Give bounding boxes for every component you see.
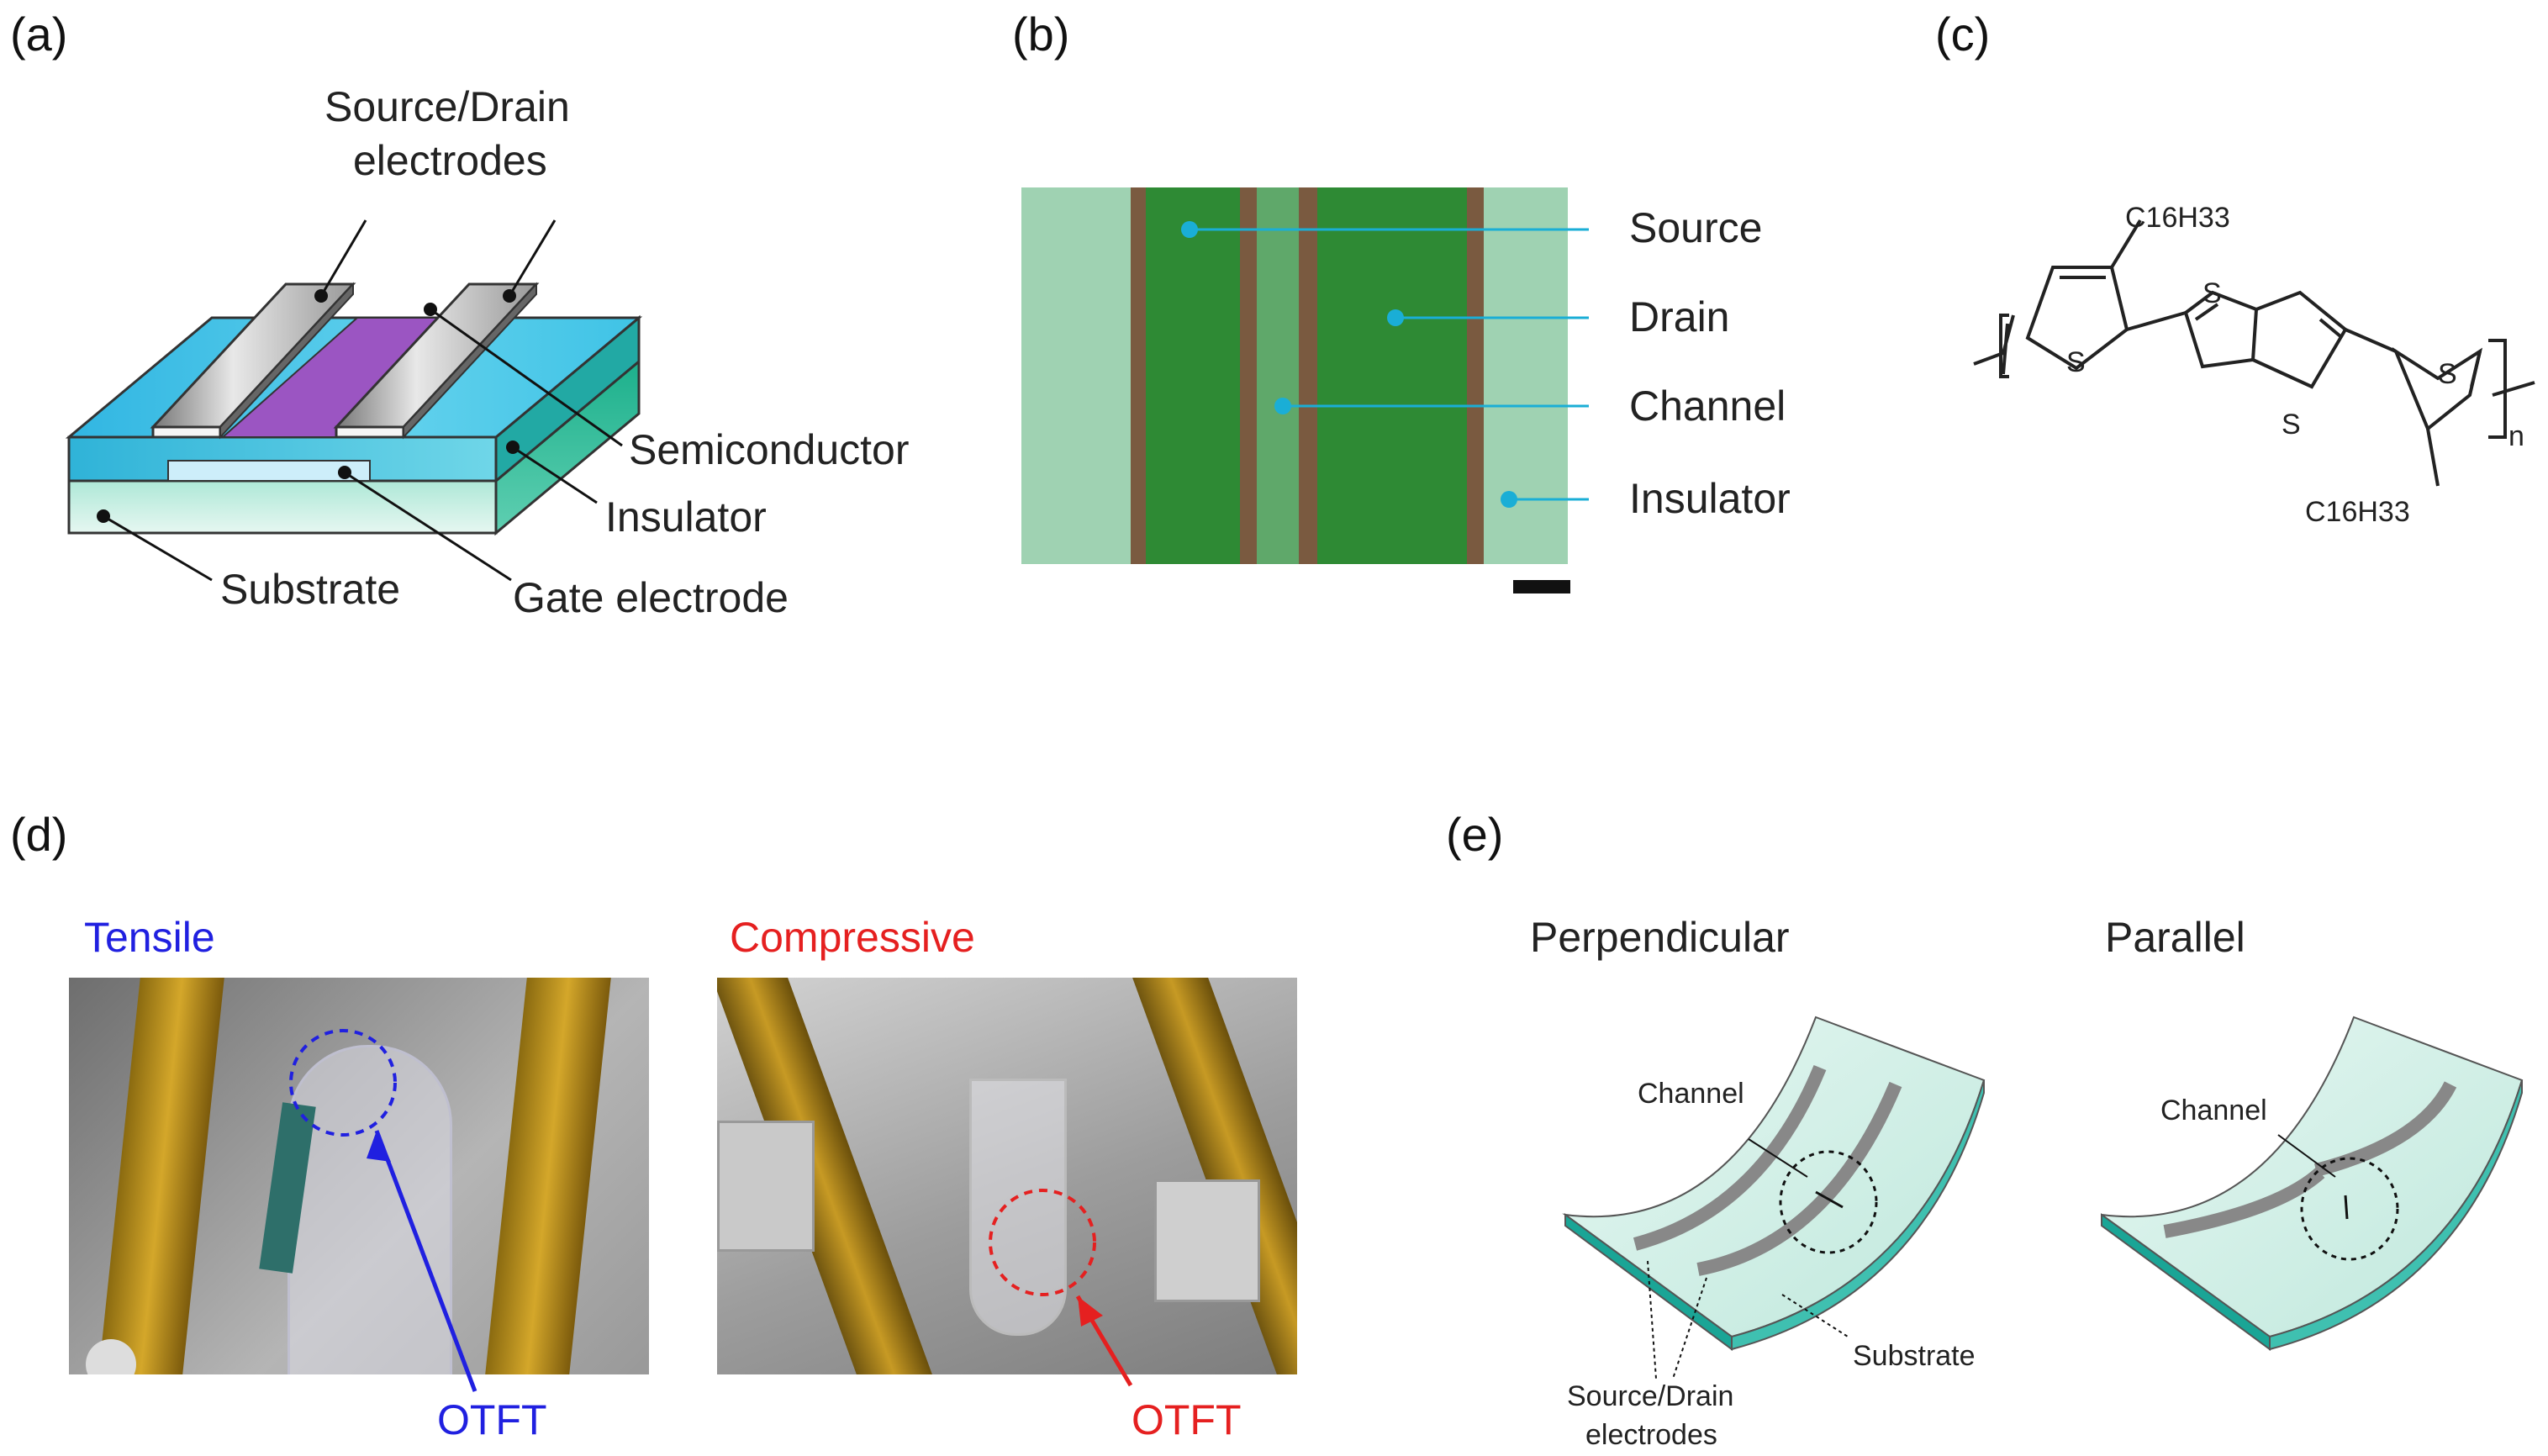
drain-electrode-side [403, 282, 537, 440]
scale-bar [1513, 580, 1570, 593]
micrograph-image [1021, 187, 1568, 564]
insulator-label-b: Insulator [1629, 475, 1791, 522]
source-label: Source [1629, 204, 1763, 251]
insulator-label: Insulator [605, 493, 767, 541]
r-group-bottom: C16H33 [2305, 496, 2410, 528]
panel-a-label: (a) [10, 8, 68, 61]
otft-label-right: OTFT [1132, 1396, 1242, 1443]
channel-label-perpendicular: Channel [1638, 1078, 1744, 1110]
panel-c-label: (c) [1935, 8, 1991, 61]
semiconductor-label: Semiconductor [629, 426, 910, 473]
channel-label: Channel [1629, 382, 1786, 430]
substrate-label: Substrate [220, 566, 401, 613]
tensile-label: Tensile [84, 914, 215, 961]
channel-label-parallel: Channel [2160, 1095, 2267, 1126]
otft-label-left: OTFT [437, 1396, 547, 1443]
gate-electrode [167, 460, 371, 482]
repeat-n: n [2508, 420, 2524, 452]
gate-electrode-label: Gate electrode [513, 574, 789, 621]
source-drain-label-e: Source/Drain [1567, 1380, 1734, 1412]
s-atom-2: S [2202, 277, 2222, 309]
panel-b-label: (b) [1012, 8, 1070, 61]
compressive-photo [717, 978, 1297, 1374]
substrate-label-e: Substrate [1853, 1340, 1976, 1372]
perpendicular-label: Perpendicular [1530, 914, 1790, 961]
panel-e-label: (e) [1446, 808, 1504, 861]
drain-label: Drain [1629, 293, 1730, 340]
r-group-top: C16H33 [2125, 202, 2230, 234]
panel-d-label: (d) [10, 808, 68, 861]
parallel-label: Parallel [2105, 914, 2245, 961]
s-atom-3: S [2282, 409, 2301, 440]
source-drain-label: Source/Drain [324, 83, 570, 130]
s-atom-4: S [2438, 358, 2457, 390]
s-atom-1: S [2066, 346, 2086, 378]
source-electrode-side [219, 282, 354, 440]
tensile-photo [69, 978, 649, 1374]
electrodes-label: electrodes [353, 137, 547, 184]
compressive-label: Compressive [730, 914, 975, 961]
electrodes-label-e: electrodes [1585, 1419, 1717, 1451]
